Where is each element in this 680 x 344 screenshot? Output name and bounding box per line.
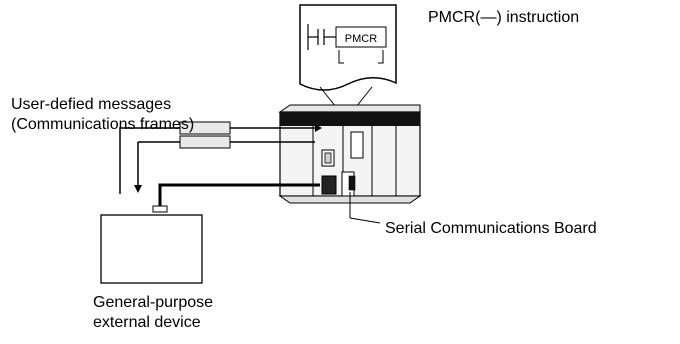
device-label-line1: General-purpose bbox=[93, 294, 214, 311]
messages-label-line2: (Communications frames) bbox=[11, 116, 195, 133]
plc-unit bbox=[278, 104, 422, 204]
messages-label-line1: User-defied messages bbox=[11, 96, 172, 113]
message-frames bbox=[119, 121, 322, 213]
device-label-line2: external device bbox=[93, 314, 201, 331]
board-label: Serial Communications Board bbox=[385, 220, 597, 237]
ladder-program-sheet: PMCR bbox=[299, 4, 397, 91]
instruction-label: PMCR(—) instruction bbox=[428, 9, 580, 26]
external-device-box bbox=[100, 214, 203, 284]
ladder-box-text: PMCR bbox=[345, 33, 377, 45]
board-leader-line-tail bbox=[349, 217, 381, 224]
